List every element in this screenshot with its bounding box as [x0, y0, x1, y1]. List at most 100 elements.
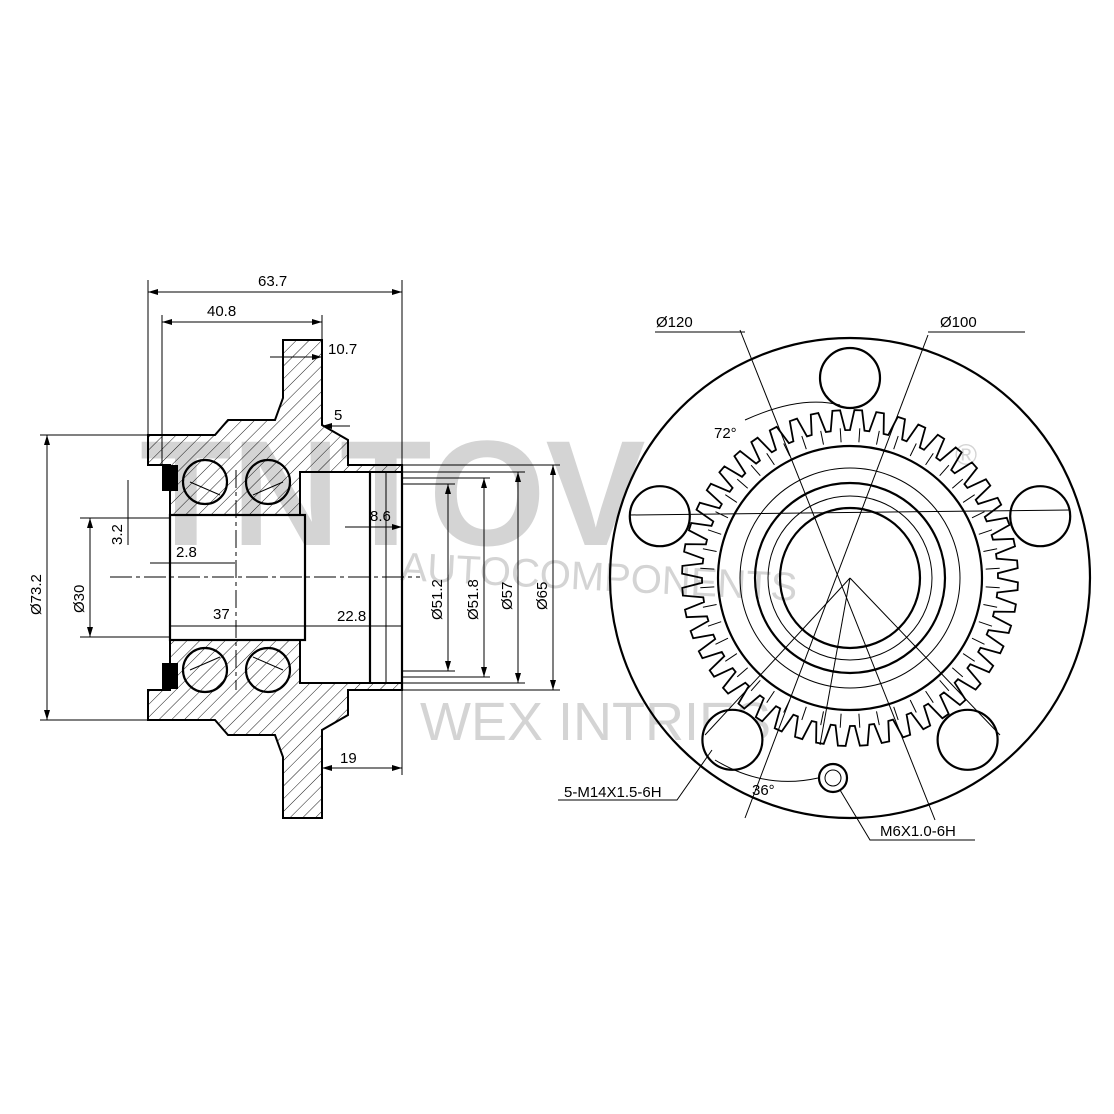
tone-ring-window	[839, 713, 842, 728]
dim-pilot-diameter-1: Ø51.2	[429, 579, 446, 620]
tone-ring-window	[820, 711, 824, 726]
dim-overall-length: 63.7	[258, 273, 287, 290]
tone-ring-window	[951, 478, 964, 489]
tone-ring-inner	[716, 444, 984, 712]
tone-ring-window	[909, 699, 917, 713]
tone-ring-window	[876, 430, 880, 445]
dim-flange-to-inner: 40.8	[207, 303, 236, 320]
dim-spigot-length: 22.8	[337, 608, 366, 625]
watermark-line1: AUTOCOMPONENTS	[400, 545, 799, 610]
dim-pilot-diameter-3: Ø57	[499, 582, 516, 610]
tone-ring-window	[939, 679, 950, 692]
tone-ring-window	[839, 428, 842, 443]
dim-pilot-length: 8.6	[370, 508, 391, 525]
dim-chamfer: 2.8	[176, 544, 197, 561]
dim-flange-thickness: 10.7	[328, 341, 357, 358]
tone-ring-window	[893, 435, 899, 450]
hub-ring-1	[739, 467, 961, 689]
hub-ring-4	[778, 506, 922, 650]
dim-thread-angle: 36°	[752, 782, 775, 799]
bolt-hole	[628, 485, 691, 548]
flange-outline	[608, 336, 1092, 820]
hub-ring-2	[753, 481, 947, 675]
tone-ring-window	[766, 690, 775, 703]
tone-ring-window	[700, 567, 715, 570]
dim-pilot-diameter-2: Ø51.8	[465, 579, 482, 620]
small-thread-spec: M6X1.0-6H	[880, 823, 956, 840]
housing-section-lower	[147, 639, 403, 819]
dim-flange-offset: 5	[334, 407, 342, 424]
seal-lower	[162, 663, 178, 689]
tone-ring-window	[983, 548, 998, 552]
tone-ring-window	[801, 435, 807, 450]
tone-ring-window	[985, 567, 1000, 570]
tone-ring-window	[707, 621, 722, 627]
front-view: Ø120 Ø100 72° 36° 5-M14X1.5-6H M6X1.0-6H	[558, 314, 1092, 841]
bolt-thread-spec: 5-M14X1.5-6H	[564, 784, 662, 801]
tone-ring-window	[925, 453, 934, 466]
tone-ring-window	[985, 586, 1000, 589]
small-thread-hole-inner	[824, 769, 842, 787]
tone-ring-window	[766, 453, 775, 466]
bolt-holes	[628, 346, 1072, 771]
tone-ring-window	[725, 494, 738, 503]
tone-ring-window	[736, 478, 749, 489]
tone-ring-window	[971, 511, 985, 519]
tone-ring-window	[750, 679, 761, 692]
tone-ring-window	[939, 464, 950, 477]
dim-seal-offset: 3.2	[109, 524, 126, 545]
tone-ring-window	[909, 443, 917, 457]
dim-bolt-angle: 72°	[714, 425, 737, 442]
dim-bore-diameter: Ø30	[71, 585, 88, 613]
housing-section-upper	[147, 339, 403, 516]
small-thread-hole	[817, 762, 849, 794]
tone-ring-window	[858, 428, 861, 443]
dim-bearing-width: 37	[213, 606, 230, 623]
dim-spigot-diameter: Ø65	[534, 582, 551, 610]
tone-ring-window	[978, 529, 993, 535]
dim-stud-offset: 19	[340, 750, 357, 767]
seal-upper	[162, 465, 178, 491]
bolt-hole	[936, 708, 999, 771]
tone-ring-window	[715, 511, 729, 519]
tone-ring-window	[951, 667, 964, 678]
tone-ring-window	[858, 713, 861, 728]
bolt-hole	[701, 708, 764, 771]
bolt-hole	[1009, 485, 1072, 548]
ball-upper-right	[244, 458, 292, 506]
leader-bolt-thread	[558, 749, 713, 801]
abs-tone-ring	[681, 409, 1019, 747]
tone-ring-window	[725, 653, 738, 662]
tone-ring-window	[702, 604, 717, 608]
tone-ring-window	[962, 653, 975, 662]
side-section-view: 63.7 40.8 10.7 5 8.6 3.2 2.8 37 22.8 19 …	[28, 273, 560, 819]
hub-ring-3	[767, 495, 933, 661]
dim-flange-diameter: Ø120	[656, 314, 693, 331]
tone-ring-window	[750, 464, 761, 477]
tone-ring-window	[983, 604, 998, 608]
tone-ring-window	[715, 637, 729, 645]
tone-ring-window	[736, 667, 749, 678]
bolt-hole	[818, 346, 882, 410]
watermark-registered: ®	[955, 439, 977, 472]
angle-arc-36	[714, 759, 819, 782]
tone-ring-window	[971, 637, 985, 645]
tone-ring-window	[707, 529, 722, 535]
ball-upper-left	[181, 458, 229, 506]
dim-outer-diameter: Ø73.2	[28, 574, 45, 615]
tone-ring-window	[925, 690, 934, 703]
tone-ring-window	[801, 706, 807, 721]
angle-arc-72	[744, 401, 841, 421]
tone-ring-window	[893, 706, 899, 721]
tone-ring-window	[876, 711, 880, 726]
tone-ring-window	[962, 494, 975, 503]
tone-ring-window	[820, 430, 824, 445]
leader-small-thread	[839, 789, 975, 841]
ball-lower-right	[244, 646, 292, 694]
tone-ring-window	[702, 548, 717, 552]
ball-lower-left	[181, 646, 229, 694]
dim-pcd: Ø100	[940, 314, 977, 331]
tone-ring-window	[700, 586, 715, 589]
tone-ring-window	[978, 621, 993, 627]
